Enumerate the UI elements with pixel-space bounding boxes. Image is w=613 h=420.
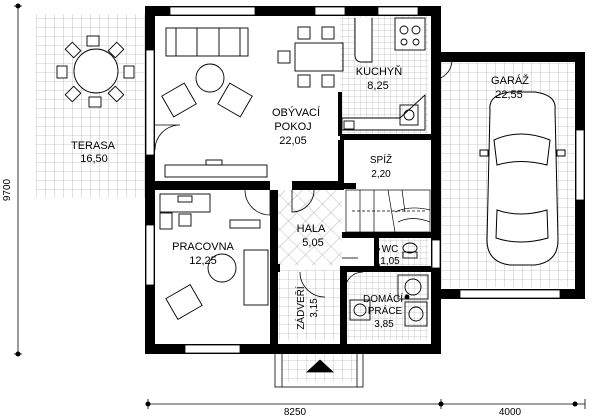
- label-hala-name: HALA: [297, 223, 326, 235]
- label-wc-area: 1,05: [380, 256, 400, 267]
- dimension-width-garage: 4000: [499, 407, 522, 418]
- label-domaci-name2: PRÁCE: [368, 304, 403, 317]
- label-obyvaci-name2: POKOJ: [274, 121, 311, 133]
- label-spiz-area: 2,20: [371, 169, 391, 180]
- label-domaci-area: 3,85: [374, 319, 394, 330]
- label-kuchyn-area: 8,25: [367, 80, 388, 92]
- label-garaz-name: GARÁŽ: [491, 74, 529, 87]
- staircase: [345, 189, 431, 233]
- label-pracovna-area: 12,25: [189, 255, 217, 267]
- utility-floor: [345, 272, 428, 340]
- dimension-ticks: [15, 3, 578, 407]
- room-labels: TERASA 16,50 OBÝVACÍ POKOJ 22,05 KUCHYŇ …: [71, 65, 529, 330]
- label-terasa-name: TERASA: [71, 140, 116, 152]
- entrance-steps: [274, 351, 364, 388]
- label-kuchyn-name: KUCHYŇ: [356, 65, 403, 78]
- label-hala-area: 5,05: [302, 237, 323, 249]
- label-obyvaci-area: 22,05: [279, 135, 307, 147]
- terrace-table: [56, 35, 135, 108]
- label-garaz-area: 22,55: [495, 89, 523, 101]
- label-domaci-name1: DOMÁCÍ: [363, 292, 403, 305]
- label-obyvaci-name1: OBÝVACÍ: [272, 106, 321, 119]
- wc-floor: [376, 236, 428, 266]
- dimension-width-house: 8250: [284, 407, 307, 418]
- label-pracovna-name: PRACOVNA: [172, 241, 234, 253]
- sanitary-fixtures: [349, 242, 429, 327]
- office-furniture: [159, 193, 269, 321]
- car: [479, 91, 566, 266]
- doors: [154, 59, 453, 298]
- dimension-height: 9700: [2, 178, 13, 201]
- living-room-furniture: [161, 27, 268, 178]
- windows: [145, 6, 585, 354]
- entry-floor: [278, 270, 341, 340]
- label-zadveri-name: ZÁDVEŘÍ: [294, 286, 307, 330]
- label-zadveri-area: 3,15: [309, 298, 320, 318]
- kitchen-counter: [341, 17, 426, 131]
- label-spiz-name: SPÍŽ: [370, 153, 392, 166]
- label-wc-name: WC: [382, 244, 399, 255]
- dining-table: [277, 26, 344, 88]
- label-terasa-area: 16,50: [80, 153, 108, 165]
